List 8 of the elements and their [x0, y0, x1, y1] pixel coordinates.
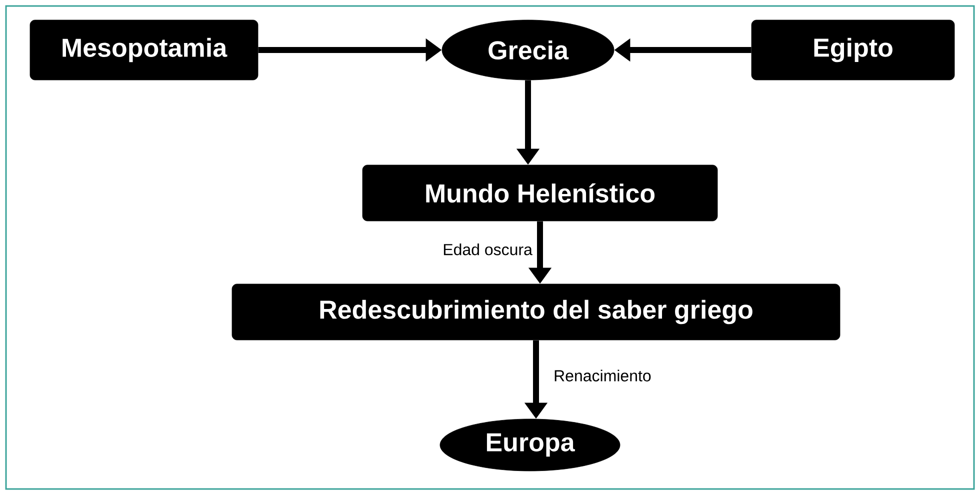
edge-label: Edad oscura: [444, 244, 532, 256]
process-box: Redescubrimiento del saber griego: [232, 284, 840, 340]
process-box: Mesopotamia: [30, 20, 258, 80]
ellipse-node: Grecia: [442, 20, 614, 80]
edge-label: Renacimiento: [554, 370, 651, 382]
process-box: Mundo Helenístico: [362, 164, 718, 222]
process-box: Egipto: [751, 20, 955, 80]
ellipse-node: Europa: [440, 418, 620, 472]
